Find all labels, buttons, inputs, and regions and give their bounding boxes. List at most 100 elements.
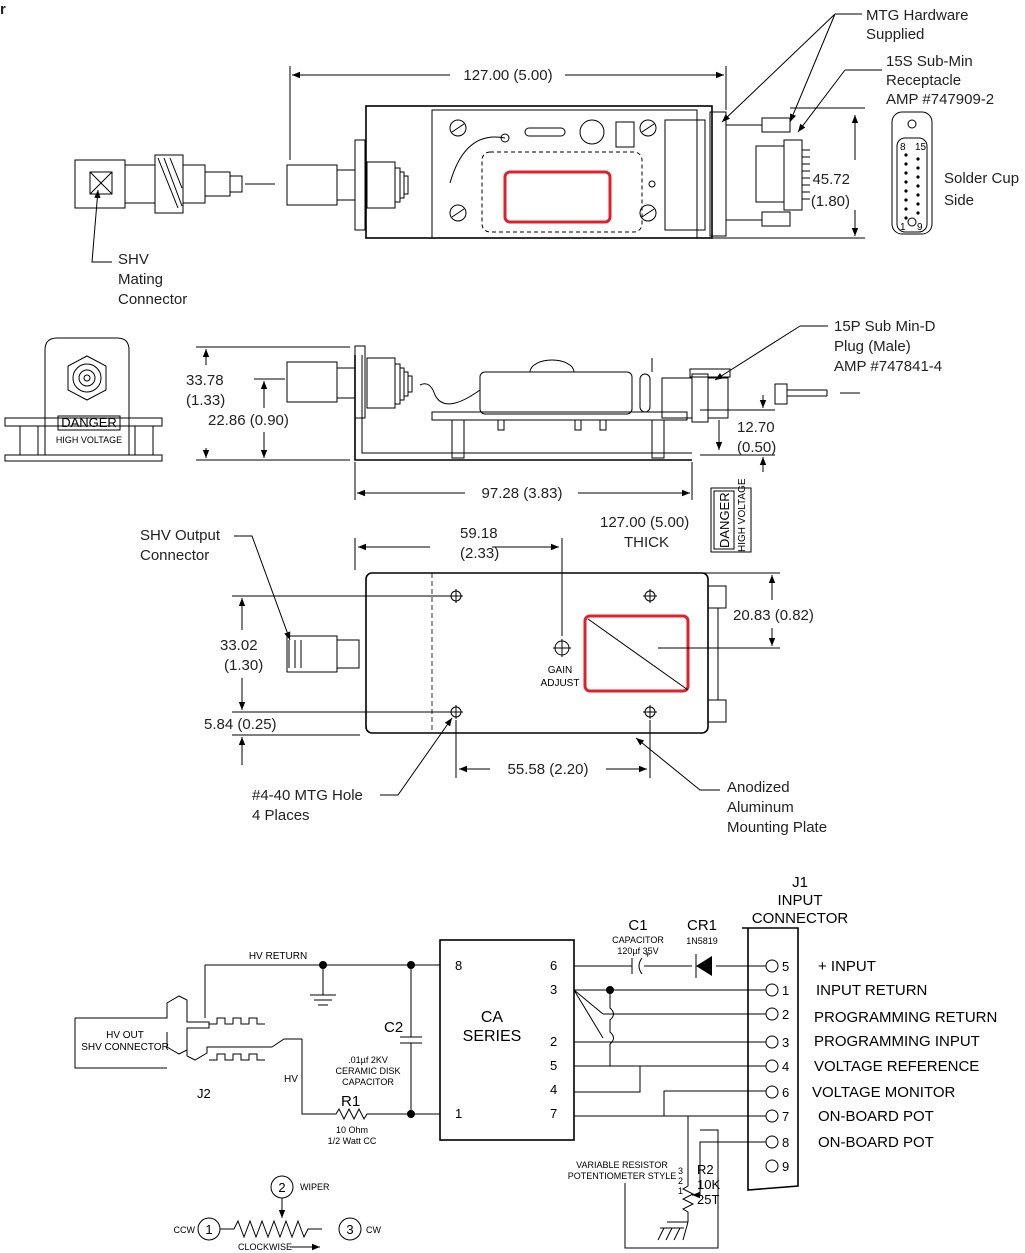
shv-mating-connector-drawing (74, 154, 275, 214)
end-high-voltage-text: HIGH VOLTAGE (56, 435, 122, 445)
r2-label-3: 25T (697, 1192, 719, 1207)
bottom-label-area (583, 614, 690, 693)
j1-pin-label-5: + INPUT (818, 958, 876, 975)
r1-label: R1 (341, 1093, 360, 1110)
j1-pin-label-4: VOLTAGE REFERENCE (814, 1058, 979, 1075)
cr1-part: 1N5819 (686, 936, 718, 946)
top-label-area (503, 170, 612, 224)
top-height-dim-1: 45.72 (812, 171, 850, 188)
top-view: 8 15 1 9 127.00 (5.00) 45.72 (1.80) MTG … (74, 7, 1019, 308)
c1-desc-2: 120µf 35V (617, 946, 658, 956)
j1-pin-4: 4 (782, 1059, 789, 1074)
shv-output-label-1: SHV Output (140, 527, 221, 544)
plug-label-3: AMP #747841-4 (834, 358, 942, 375)
dim-5: 5.84 (0.25) (204, 716, 277, 733)
c1-label: C1 (628, 917, 647, 934)
c2-label: C2 (384, 1019, 403, 1036)
tag-danger-text: DANGER (717, 492, 732, 548)
j1-label-3: CONNECTOR (752, 910, 849, 927)
module-pin-4: 4 (550, 1082, 557, 1097)
legend-wiper: WIPER (300, 1182, 330, 1192)
j1-pin-6: 6 (782, 1085, 789, 1100)
module-pin-5: 5 (550, 1058, 557, 1073)
pin-label-1: 1 (900, 222, 906, 233)
schematic: HV OUT SHV CONNECTOR J2 HV RETURN C2 .01… (74, 874, 997, 1252)
plate-label-3: Mounting Plate (727, 819, 827, 836)
legend-wiper-num: 2 (278, 1180, 285, 1195)
hv-out-label-2: SHV CONNECTOR (81, 1042, 169, 1053)
module-label-1: CA (481, 1009, 504, 1026)
mtg-hole-label-2: 4 Places (252, 807, 310, 824)
legend-ccw-num: 1 (205, 1222, 212, 1237)
receptacle-label-3: AMP #747909-2 (886, 91, 994, 108)
mtg-hole-label-1: #4-40 MTG Hole (252, 787, 363, 804)
plug-label-1: 15P Sub Min-D (834, 318, 936, 335)
plate-label-1: Anodized (727, 779, 790, 796)
solder-cup-label-1: Solder Cup (944, 170, 1019, 187)
plate-label-2: Aluminum (727, 799, 794, 816)
side-length-dim: 97.28 (3.83) (482, 485, 563, 502)
pot-legend: 2 WIPER 1 CCW 3 CW CLOCKWISE (174, 1175, 381, 1252)
j1-label-1: J1 (792, 874, 808, 891)
j1-label-2: INPUT (778, 892, 823, 909)
module-pin-7: 7 (550, 1106, 557, 1121)
r2-pin-1: 1 (678, 1186, 683, 1196)
r2-pin-2: 2 (678, 1176, 683, 1186)
mating-connector-label-3: Connector (118, 291, 187, 308)
plug-label-2: Plug (Male) (834, 338, 911, 355)
side-thick-dim-2: (0.50) (737, 439, 776, 456)
mating-connector-label-1: SHV (118, 251, 149, 268)
module-label-2: SERIES (463, 1028, 522, 1045)
legend-clockwise: CLOCKWISE (238, 1242, 292, 1252)
module-pin-1: 1 (455, 1106, 462, 1121)
side-h2: 22.86 (0.90) (208, 412, 289, 429)
pin-label-15: 15 (915, 142, 927, 153)
module-pin-3: 3 (550, 982, 557, 997)
side-thick-dim-1: 12.70 (737, 419, 775, 436)
r2-label-1: R2 (697, 1162, 714, 1177)
top-height-dim-2: (1.80) (811, 193, 850, 210)
j1-pin-9: 9 (782, 1159, 789, 1174)
r2-desc-1: VARIABLE RESISTOR (576, 1160, 668, 1170)
j1-pin-3: 3 (782, 1035, 789, 1050)
r2-desc-2: POTENTIOMETER STYLE (568, 1171, 677, 1181)
side-h1-1: 33.78 (186, 372, 224, 389)
r1-desc-1: 10 Ohm (336, 1125, 368, 1135)
r1-desc-2: 1/2 Watt CC (328, 1136, 377, 1146)
j1-pin-1: 1 (782, 983, 789, 998)
side-thick-label-2: THICK (624, 534, 669, 551)
cr1-label: CR1 (687, 917, 717, 934)
receptacle-label-1: 15S Sub-Min (886, 53, 973, 70)
c2-desc-2: CERAMIC DISK (335, 1066, 400, 1076)
j2-label: J2 (197, 1086, 211, 1101)
side-thick-label-1: 127.00 (5.00) (600, 514, 689, 531)
dim-33-2: (1.30) (224, 657, 263, 674)
side-view: DANGER HIGH VOLTAGE 33.78 (1.33) (4, 318, 942, 553)
c2-desc-3: CAPACITOR (342, 1077, 394, 1087)
receptacle-label-2: Receptacle (886, 72, 961, 89)
j1-pin-8: 8 (782, 1135, 789, 1150)
bottom-view: 59.18 (2.33) 20.83 (0.82) 33.02 (1.30) 5… (140, 525, 827, 836)
end-view-drawing: DANGER HIGH VOLTAGE (4, 337, 163, 462)
hv-out-label-1: HV OUT (106, 1030, 144, 1041)
tag-high-voltage-text: HIGH VOLTAGE (737, 478, 748, 552)
dim-55: 55.58 (2.20) (508, 761, 589, 778)
hv-label: HV (284, 1074, 298, 1085)
side-h1-2: (1.33) (186, 392, 225, 409)
hv-return-label: HV RETURN (249, 951, 307, 962)
pin-label-8: 8 (900, 142, 906, 153)
dim-33-1: 33.02 (220, 637, 258, 654)
j1-pin-2: 2 (782, 1007, 789, 1022)
gain-label-2: ADJUST (541, 678, 580, 689)
top-width-dim: 127.00 (5.00) (463, 67, 552, 84)
mtg-hardware-label-1: MTG Hardware (866, 7, 969, 24)
dim-59-1: 59.18 (460, 525, 498, 542)
dim-59-2: (2.33) (460, 545, 499, 562)
module-pin-2: 2 (550, 1034, 557, 1049)
j1-pin-7: 7 (782, 1109, 789, 1124)
mating-connector-label-2: Mating (118, 271, 163, 288)
legend-cw-num: 3 (346, 1222, 353, 1237)
end-danger-text: DANGER (61, 415, 117, 430)
j1-pin-label-3: PROGRAMMING INPUT (814, 1033, 980, 1050)
